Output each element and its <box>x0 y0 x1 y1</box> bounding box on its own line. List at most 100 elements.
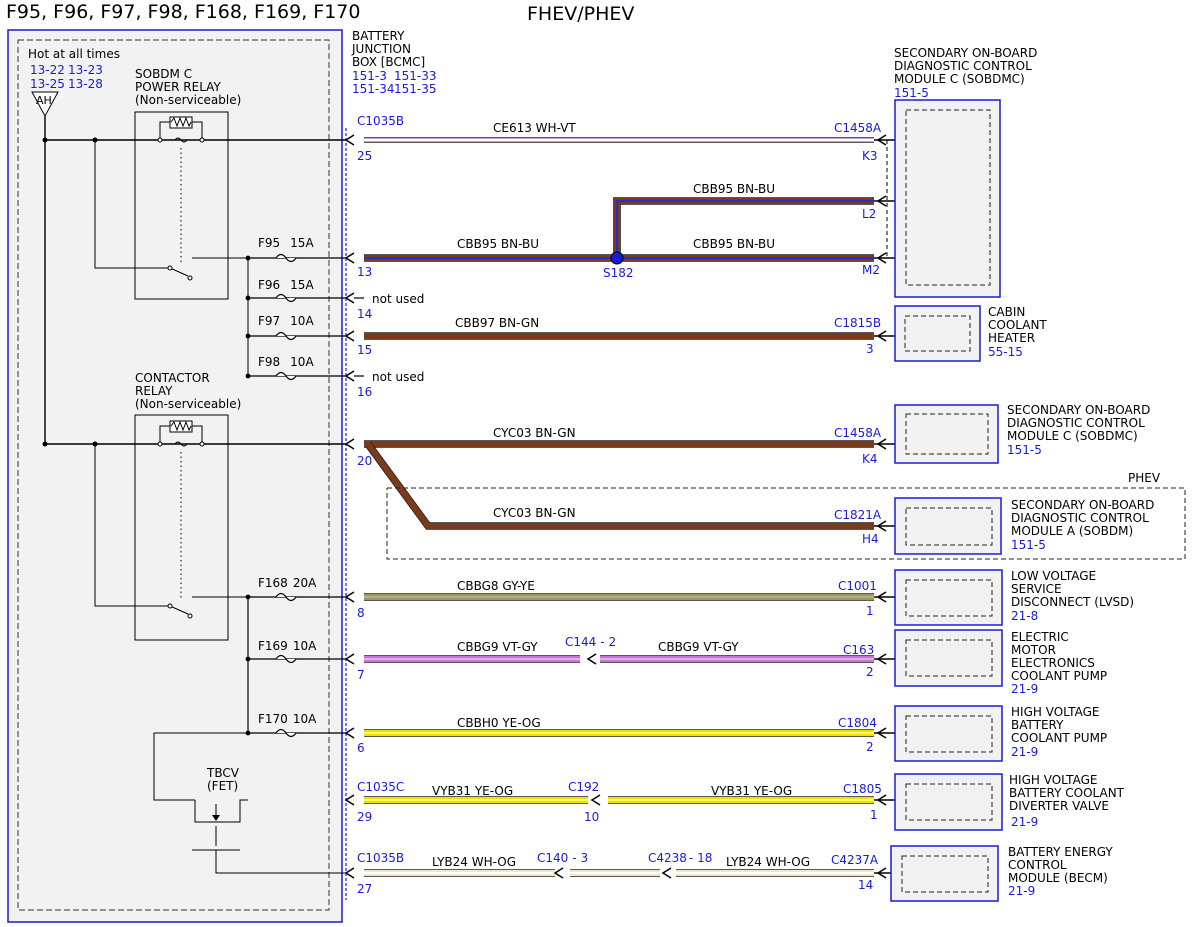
c144-arrow <box>586 653 597 665</box>
wire-cbb95-branch-stripe <box>616 200 874 258</box>
conn-c144-name: C144 <box>565 635 596 649</box>
conn-c4238: C4238- 18 <box>648 851 712 865</box>
module-becm-l1: BATTERY ENERGY <box>1008 845 1113 859</box>
module-sobdma-ref: 151-5 <box>1011 538 1046 552</box>
module-cch-ref: 55-15 <box>988 345 1023 359</box>
fuse-f95-label: F95 15A <box>258 236 314 250</box>
fuse-pin-arrow-f96 <box>344 292 355 304</box>
pin25-arrow <box>344 134 355 146</box>
fuse-pin-arrow-f95 <box>344 252 355 264</box>
jbox-ref-1: 151-3 <box>352 69 387 83</box>
module-sobdma-l2: DIAGNOSTIC CONTROL <box>1011 511 1149 525</box>
fuse-f98-name: F98 <box>258 355 280 369</box>
pin-20: 20 <box>357 454 372 468</box>
c4238-arrow <box>661 867 672 879</box>
jbox-ref-4: 151-35 <box>394 82 437 96</box>
wire-cyc03-b-line <box>365 442 874 529</box>
wire-cbbg8: CBBG8 GY-YE <box>457 579 535 593</box>
conn-c1035b-bot: C1035B <box>357 851 404 865</box>
not-used-label-1: not used <box>372 292 424 306</box>
relay1-name: SOBDM C <box>135 67 192 81</box>
endpin-m2: M2 <box>862 263 880 277</box>
not-used-label-2: not used <box>372 370 424 384</box>
module-hvbcp-l2: BATTERY <box>1011 718 1064 732</box>
tbcv-sub: (FET) <box>207 779 238 793</box>
fuse-f95-name: F95 <box>258 236 280 250</box>
pin-15: 15 <box>357 343 372 357</box>
conn-c1821a: C1821A <box>834 508 882 522</box>
conn-c144-pin: - 2 <box>600 635 616 649</box>
wire-cyc03-b: CYC03 BN-GN <box>493 506 576 520</box>
module-sobdmc-mid-ref: 151-5 <box>1007 443 1042 457</box>
endpin-1b: 1 <box>870 808 878 822</box>
tbcv-fet <box>192 799 346 874</box>
conn-c1001: C1001 <box>838 579 877 593</box>
relay1-sub: POWER RELAY <box>135 80 221 94</box>
conn-c1458a-k4: C1458A <box>834 426 882 440</box>
module-sobdmc-top-l2: DIAGNOSTIC CONTROL <box>894 59 1032 73</box>
diagram-title: F95, F96, F97, F98, F168, F169, F170 <box>6 1 360 23</box>
module-arrow-c1804 <box>876 727 887 739</box>
conn-c163: C163 <box>843 643 874 657</box>
conn-c140: C140 - 3 <box>537 851 588 865</box>
jbox-ref-2: 151-33 <box>394 69 437 83</box>
fuse-f98-amps: 10A <box>290 355 314 369</box>
relay1-coil <box>94 116 248 281</box>
module-becm <box>890 845 999 902</box>
phev-region <box>386 487 1186 560</box>
fuse-f95-amps: 15A <box>290 236 314 250</box>
endpin-h4: H4 <box>862 532 879 546</box>
module-cch-l1: CABIN <box>988 305 1025 319</box>
module-arrow-c4237a <box>876 867 887 879</box>
junction-dot <box>42 137 48 143</box>
module-sobdmc-mid-l1: SECONDARY ON-BOARD <box>1007 403 1150 417</box>
jbox-ref-3: 151-34 <box>352 82 395 96</box>
conn-c1035b-top: C1035B <box>357 114 404 128</box>
endpin-14: 14 <box>858 878 873 892</box>
pin-7: 7 <box>357 668 365 682</box>
module-hvbcp <box>894 705 1003 762</box>
wire-vyb31-a: VYB31 YE-OG <box>432 784 513 798</box>
fuse-f170-name: F170 <box>258 712 288 726</box>
module-lvsd-l3: DISCONNECT (LVSD) <box>1011 595 1134 609</box>
power-ref-1: 13-22 <box>30 63 65 77</box>
fuse-wires <box>245 253 364 738</box>
jbox-line-1: BATTERY <box>352 29 405 43</box>
module-arrow-c1805 <box>876 794 887 806</box>
wire-cbbh0: CBBH0 YE-OG <box>457 716 541 730</box>
fuse-symbol-f168 <box>275 592 297 602</box>
wire-cbbg9-b: CBBG9 VT-GY <box>658 640 739 654</box>
fuse-f169-name: F169 <box>258 639 288 653</box>
module-hvbcdv-l3: DIVERTER VALVE <box>1009 799 1109 813</box>
jbox-line-2: JUNCTION <box>351 42 411 56</box>
pin20-arrow <box>344 438 355 450</box>
module-sobdmc-top-l1: SECONDARY ON-BOARD <box>894 46 1037 60</box>
module-emecp <box>894 629 1003 687</box>
fuse-f96-name: F96 <box>258 278 280 292</box>
module-sobdmc-top-l3: MODULE C (SOBDMC) <box>894 72 1025 86</box>
pin-14: 14 <box>357 307 372 321</box>
fuse-f168-name: F168 <box>258 576 288 590</box>
endpin-k4: K4 <box>862 452 878 466</box>
junction-dot <box>42 441 48 447</box>
pin-25: 25 <box>357 149 372 163</box>
module-emecp-l3: ELECTRONICS <box>1011 656 1095 670</box>
wire-layer <box>344 134 905 879</box>
module-arrow-c1815b <box>876 330 887 342</box>
fuse-pin-arrow-f169 <box>344 653 355 665</box>
wire-cbb95-left: CBB95 BN-BU <box>457 237 539 251</box>
conn-c140-name: C140 <box>537 851 568 865</box>
fuse-symbol-f170 <box>275 728 297 738</box>
module-sobdma-l3: MODULE A (SOBDM) <box>1011 524 1133 538</box>
module-emecp-l2: MOTOR <box>1011 643 1056 657</box>
conn-c140-pin: - 3 <box>572 851 588 865</box>
fuse-symbol-f98 <box>275 371 297 381</box>
module-sobdmc-mid-l2: DIAGNOSTIC CONTROL <box>1007 416 1145 430</box>
phev-label: PHEV <box>1128 471 1161 485</box>
pin29-arrow <box>344 794 355 806</box>
fuse-junction-f97 <box>245 333 251 339</box>
module-sobdma <box>894 497 1002 555</box>
